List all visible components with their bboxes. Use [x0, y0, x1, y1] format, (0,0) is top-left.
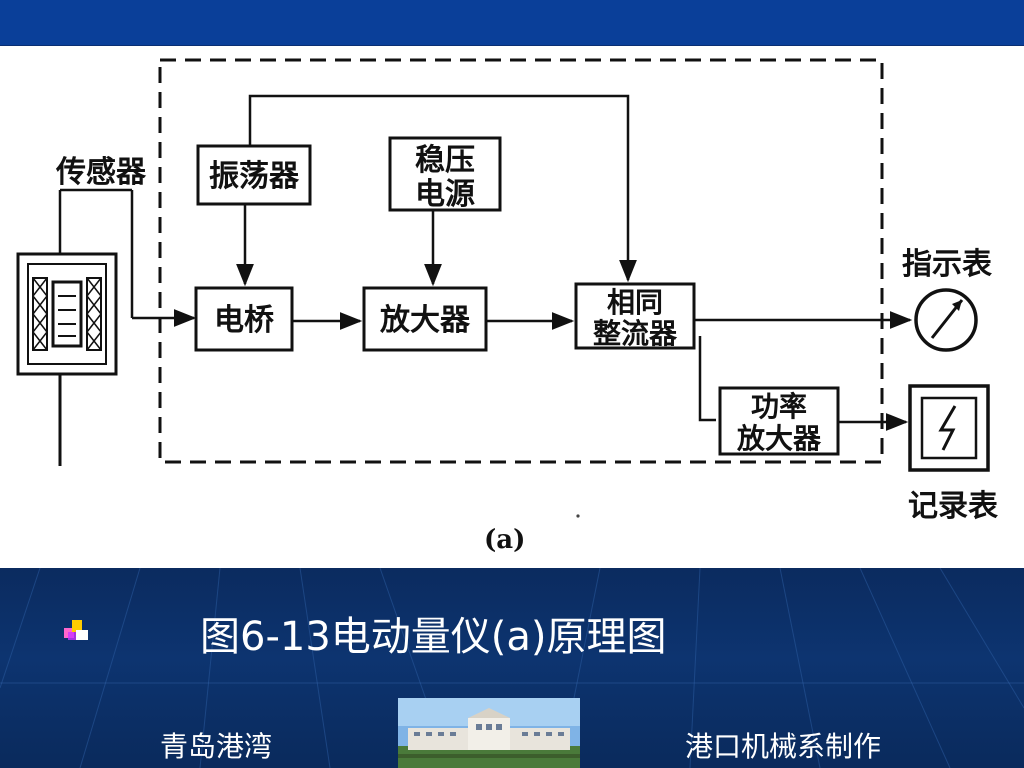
phase-rectifier-label-1: 相同	[607, 286, 663, 319]
speck-dot	[576, 514, 580, 518]
indicator-meter-icon	[914, 288, 978, 352]
bullet-icon	[64, 620, 88, 640]
oscillator-label: 振荡器	[209, 159, 300, 194]
regulated-power-label-2: 电源	[415, 177, 475, 212]
subfigure-label: (a)	[484, 525, 525, 555]
slide-caption: 图6-13电动量仪(a)原理图	[200, 614, 667, 660]
recorder-meter-icon	[908, 384, 990, 472]
wire-oscillator-rectifier	[248, 94, 637, 283]
top-title-bar	[0, 0, 1024, 47]
regulated-power-label-1: 稳压	[415, 143, 475, 178]
amplifier-box	[362, 286, 488, 352]
slide-bottom-panel: 图6-13电动量仪(a)原理图 青岛港湾 港口机械系制作	[0, 568, 1024, 768]
regulated-power-box	[388, 136, 502, 212]
block-diagram: 传感器 振荡器 稳压 电源 电桥 放大器 相同 整流器	[0, 46, 1024, 568]
indicator-meter-label: 指示表	[902, 247, 992, 282]
bridge-label: 电桥	[214, 303, 274, 338]
footer-left-text: 青岛港湾	[160, 730, 273, 763]
bridge-box	[194, 286, 294, 352]
diagram-svg: 传感器 振荡器 稳压 电源 电桥 放大器 相同 整流器	[16, 58, 998, 555]
power-amplifier-label-1: 功率	[751, 390, 807, 423]
dashed-enclosure	[158, 58, 884, 464]
footer-right-text: 港口机械系制作	[685, 730, 882, 763]
sensor-assembly	[16, 188, 134, 466]
recorder-meter-label: 记录表	[908, 489, 998, 524]
wire-rectifier-poweramp	[698, 336, 716, 422]
sensor-label: 传感器	[55, 155, 147, 190]
phase-rectifier-box	[574, 282, 696, 350]
phase-rectifier-label-2: 整流器	[593, 317, 678, 350]
power-amplifier-label-2: 放大器	[736, 422, 822, 455]
amplifier-label: 放大器	[379, 303, 471, 338]
oscillator-box	[196, 144, 312, 206]
campus-photo	[398, 698, 580, 768]
